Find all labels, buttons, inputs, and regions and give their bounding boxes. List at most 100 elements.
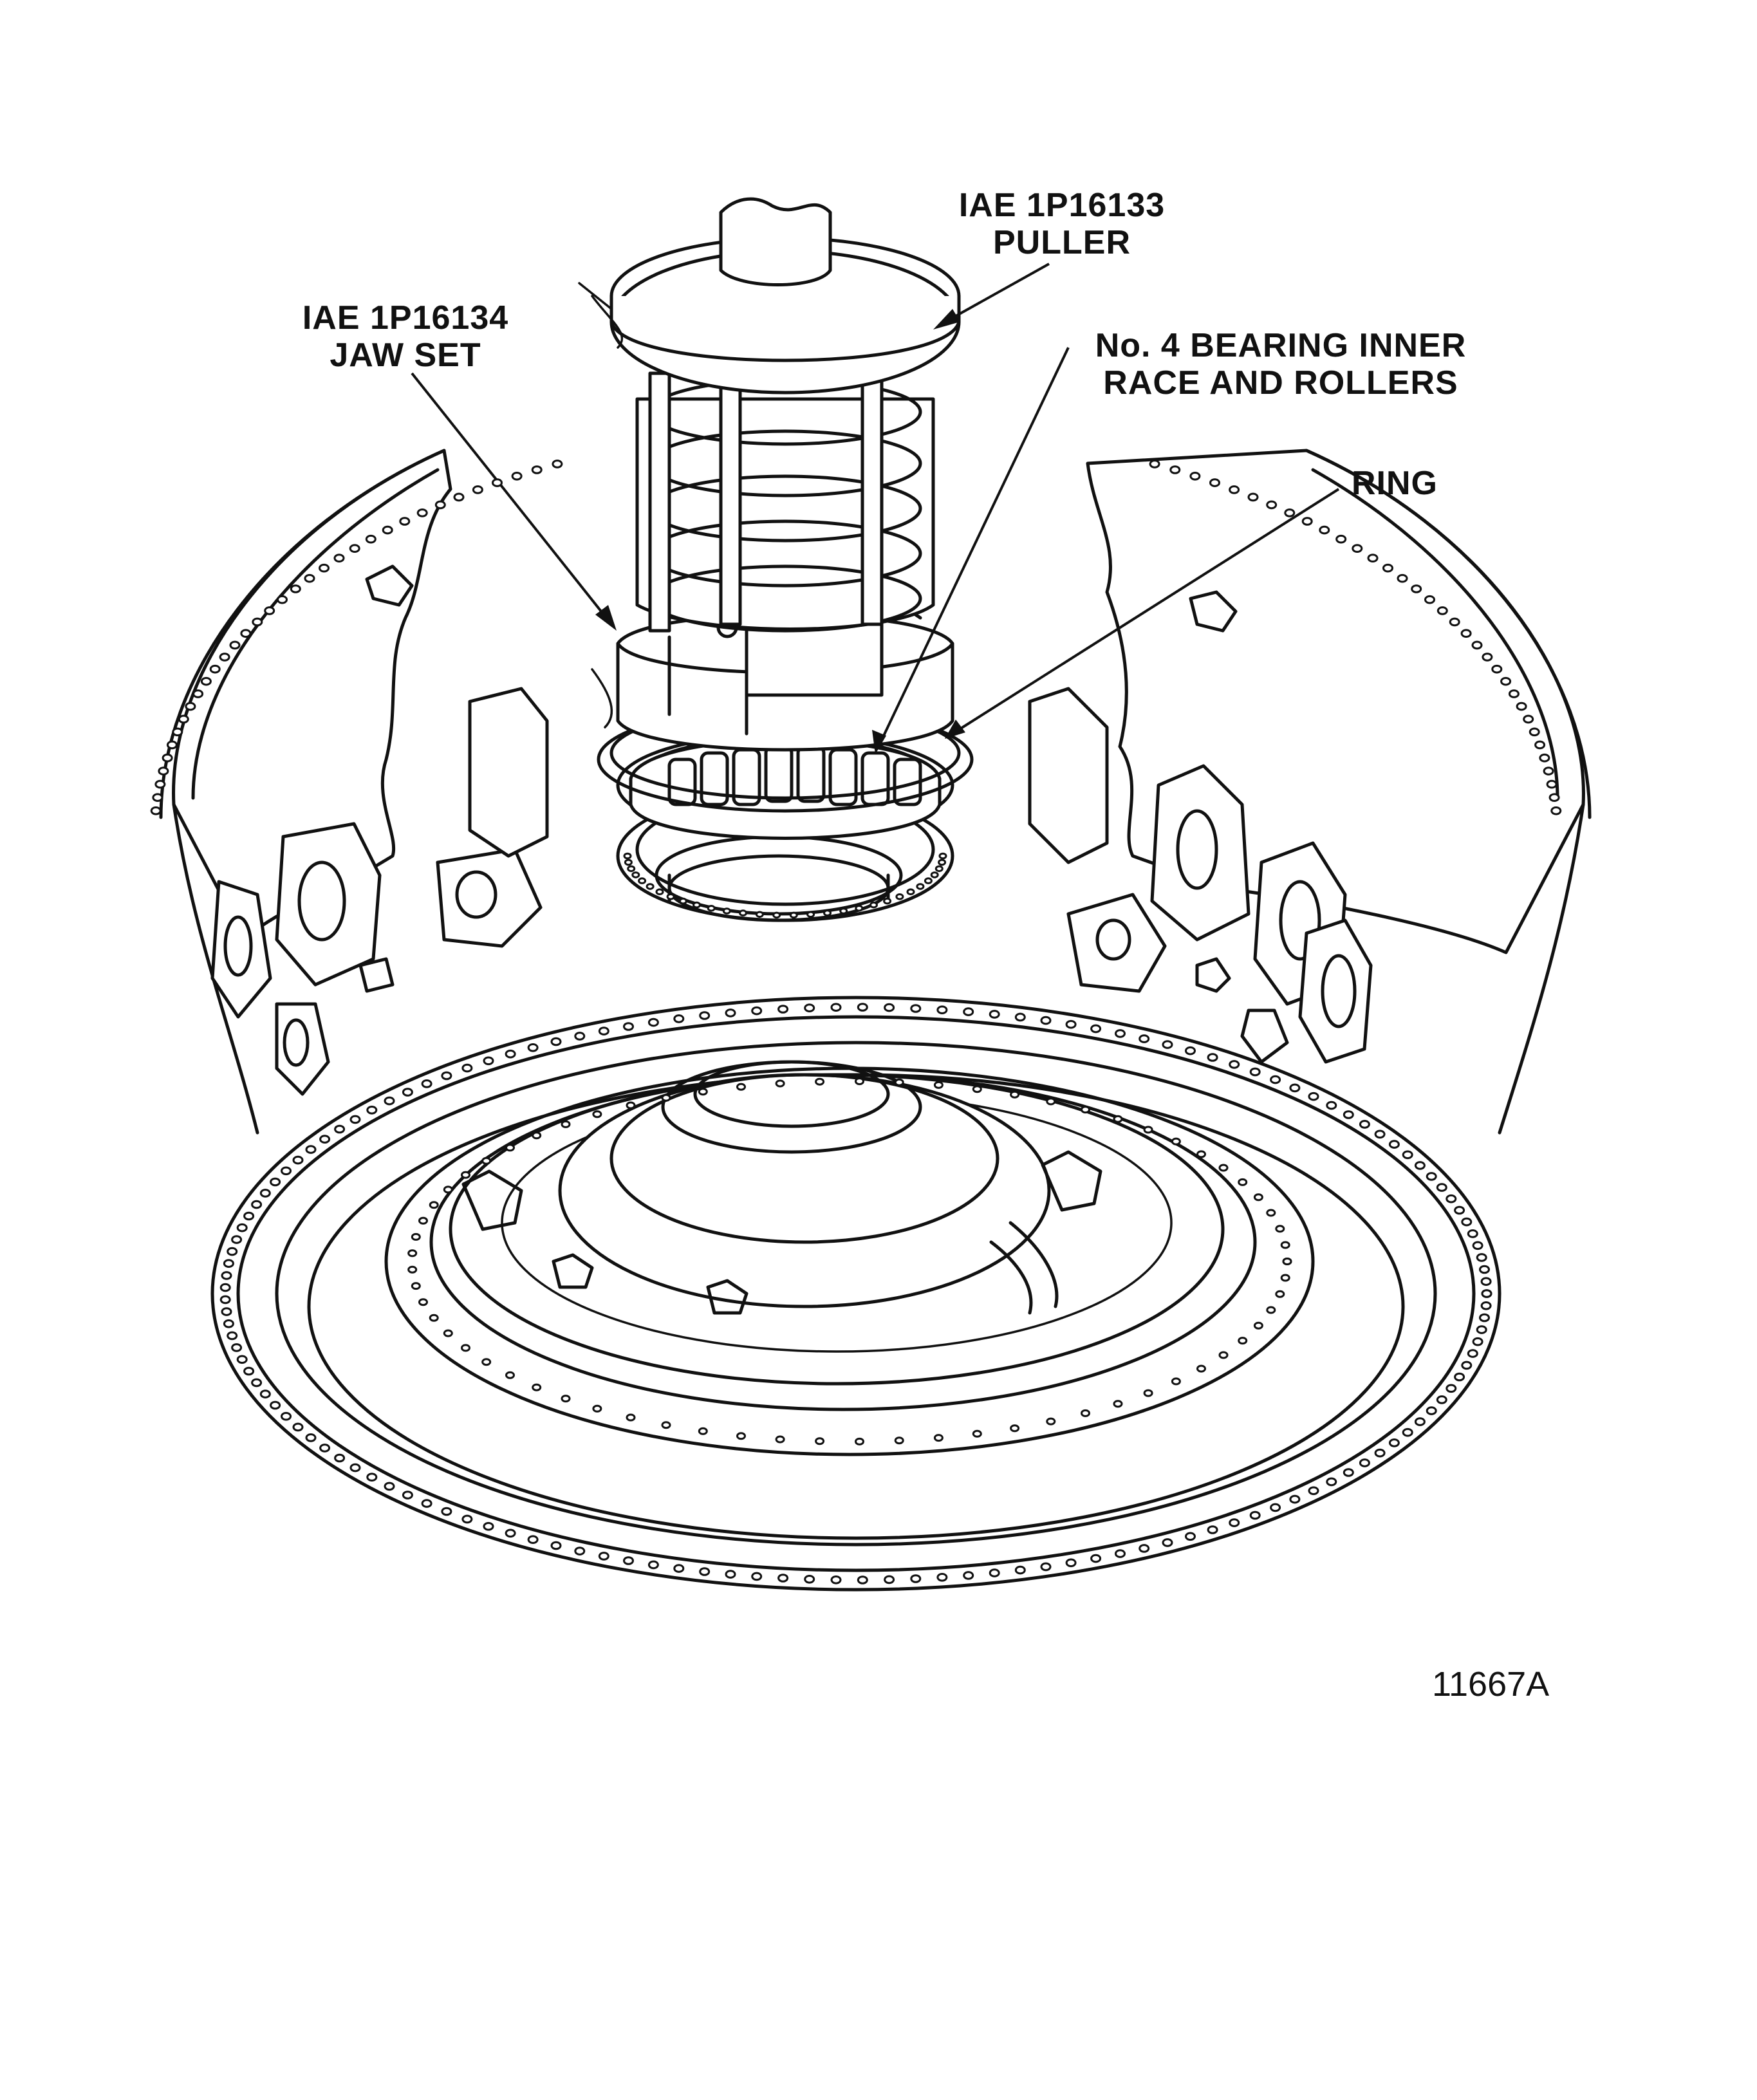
puller-leader — [939, 263, 1050, 326]
bolt-hole — [678, 897, 687, 905]
bolt-hole — [1247, 492, 1259, 502]
bolt-hole — [319, 563, 330, 573]
bolt-hole — [736, 1083, 746, 1091]
puller-callout: IAE 1P16133 PULLER — [927, 187, 1197, 261]
bolt-hole — [243, 1366, 255, 1376]
bolt-hole — [1113, 1400, 1123, 1408]
bolt-hole — [178, 714, 189, 724]
bolt-hole — [532, 1131, 542, 1140]
right-bosses — [1028, 590, 1373, 1064]
bolt-hole — [626, 1413, 636, 1422]
bolt-hole — [1508, 689, 1520, 698]
bolt-hole — [1388, 1438, 1400, 1447]
bolt-hole — [1529, 727, 1540, 737]
bolt-hole — [319, 1444, 331, 1453]
bolt-hole — [229, 640, 241, 650]
bolt-hole — [627, 865, 636, 873]
bolt-hole — [200, 676, 212, 686]
bolt-hole — [647, 1017, 659, 1027]
jaw-set-callout-line1: IAE 1P16134 — [302, 299, 509, 337]
bolt-hole — [869, 901, 878, 909]
bolt-hole — [775, 1079, 785, 1088]
bolt-hole — [461, 1063, 473, 1073]
bolt-hole — [1414, 1161, 1426, 1170]
bolt-hole — [1171, 1137, 1181, 1146]
bolt-hole — [1548, 793, 1560, 802]
bolt-hole — [1426, 1406, 1437, 1415]
bolt-hole — [1218, 1164, 1229, 1172]
bolt-hole — [505, 1529, 516, 1538]
bolt-hole — [916, 883, 925, 890]
bolt-hole — [1249, 1067, 1261, 1077]
bolt-hole — [527, 1043, 539, 1052]
bolt-hole — [699, 1567, 711, 1576]
bolt-hole — [938, 852, 947, 860]
bolt-holes — [150, 460, 1562, 1584]
bolt-hole — [1162, 1538, 1173, 1547]
bolt-hole — [421, 1079, 432, 1088]
bolt-hole — [231, 1343, 243, 1352]
bolt-hole — [561, 1395, 571, 1403]
bolt-hole — [240, 629, 252, 638]
bolt-hole — [1275, 1290, 1285, 1298]
bolt-hole — [252, 617, 263, 627]
bolt-hole — [623, 1022, 634, 1031]
bolt-hole — [492, 478, 503, 487]
bolt-hole — [1143, 1126, 1153, 1134]
bolt-hole — [411, 1282, 421, 1290]
bolt-hole — [910, 1004, 922, 1013]
bolt-hole — [219, 653, 230, 662]
bolt-hole — [933, 1434, 944, 1442]
jaw-set-leader — [411, 372, 613, 626]
bolt-hole — [1359, 1120, 1370, 1129]
bolt-hole — [789, 911, 798, 919]
bolt-hole — [1402, 1150, 1413, 1160]
bolt-hole — [1149, 460, 1160, 469]
bolt-hole — [223, 1319, 234, 1328]
bolt-hole — [910, 1574, 922, 1583]
bolt-hole — [624, 859, 633, 866]
bolt-hole — [647, 1560, 659, 1570]
bolt-hole — [884, 1003, 895, 1012]
bolt-hole — [1282, 1258, 1292, 1265]
bolt-hole — [402, 1491, 413, 1500]
bolt-hole — [1374, 1129, 1386, 1139]
bolt-hole — [1481, 1289, 1492, 1298]
bolt-hole — [382, 525, 393, 535]
bolt-hole — [1253, 1193, 1263, 1202]
bolt-hole — [989, 1010, 1000, 1019]
bolt-hole — [270, 1177, 281, 1187]
bolt-hole — [1546, 779, 1557, 789]
bolt-hole — [1139, 1544, 1150, 1553]
bolt-hole — [830, 1003, 842, 1012]
bolt-hole — [1090, 1554, 1102, 1563]
jaw-set — [616, 590, 954, 752]
bolt-hole — [251, 1200, 263, 1209]
bolt-hole — [646, 883, 655, 890]
bolt-hole — [936, 1573, 948, 1582]
bolt-hole — [443, 1185, 453, 1194]
bolt-hole — [698, 1427, 708, 1435]
bolt-hole — [574, 1032, 586, 1041]
bolt-hole — [1185, 1046, 1196, 1055]
bolt-hole — [1284, 508, 1296, 517]
bolt-hole — [1471, 640, 1483, 650]
bolt-hole — [934, 865, 944, 873]
leader-lines — [411, 263, 1340, 754]
bolt-hole — [550, 1541, 562, 1550]
bolt-hole — [592, 1110, 602, 1119]
bolt-hole — [699, 1011, 711, 1020]
left-bosses — [210, 687, 549, 1096]
bolt-hole — [661, 1093, 671, 1102]
bolt-hole — [305, 1145, 317, 1154]
bolt-hole — [1040, 1016, 1052, 1025]
bolt-hole — [223, 1259, 234, 1268]
bolt-hole — [461, 1514, 473, 1524]
bolt-hole — [441, 1071, 452, 1081]
bolt-hole — [823, 909, 832, 916]
ring-leader — [951, 488, 1340, 735]
bolt-hole — [281, 1411, 292, 1421]
bolt-hole — [1266, 500, 1278, 510]
bolt-hole — [673, 1014, 685, 1023]
